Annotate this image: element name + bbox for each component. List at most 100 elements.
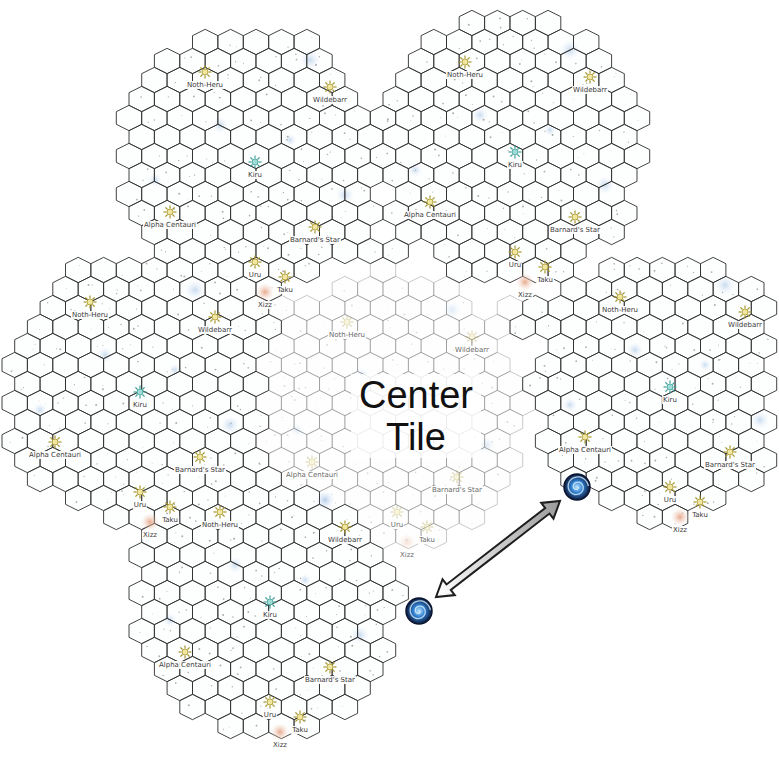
speck <box>228 726 230 728</box>
star-ray <box>249 261 252 262</box>
star-ray <box>431 526 434 527</box>
speck <box>615 72 617 74</box>
speck <box>291 516 293 518</box>
star-icon <box>279 271 292 284</box>
speck <box>349 139 350 140</box>
speck <box>642 495 643 496</box>
speck <box>273 668 275 670</box>
speck <box>350 503 352 505</box>
speck <box>585 346 587 348</box>
speck <box>756 472 757 473</box>
speck <box>326 550 328 552</box>
speck <box>217 586 219 588</box>
star-ray <box>310 229 312 231</box>
speck <box>531 40 532 41</box>
speck <box>224 495 226 497</box>
speck <box>283 192 284 193</box>
star-ray <box>432 197 434 199</box>
star-ray <box>584 431 585 434</box>
star-ray <box>584 441 585 444</box>
hex-cell <box>599 485 624 510</box>
speck <box>286 139 288 141</box>
speck <box>403 313 405 315</box>
speck <box>287 47 288 48</box>
star-ray <box>224 511 227 512</box>
speck <box>274 322 275 323</box>
speck <box>692 403 694 405</box>
speck <box>342 446 344 448</box>
star-ray <box>422 522 424 524</box>
star-ray <box>310 222 312 224</box>
star-ray <box>219 316 222 317</box>
speck <box>391 589 393 591</box>
star-ray <box>672 389 674 391</box>
speck <box>148 122 149 123</box>
speck <box>387 118 389 120</box>
speck <box>712 383 714 385</box>
star-icon <box>164 501 177 514</box>
speck <box>457 116 459 118</box>
star-ray <box>314 221 315 224</box>
speck <box>303 161 304 162</box>
star-name: Xizz <box>399 551 415 559</box>
star-ray <box>332 662 334 664</box>
star-ray <box>585 72 587 74</box>
star-ray <box>396 506 397 509</box>
star-core <box>212 314 218 320</box>
speck <box>416 332 418 334</box>
star-ray <box>172 214 174 216</box>
star-ray <box>84 301 87 302</box>
star-name: Barnard's Star <box>549 226 601 234</box>
speck <box>211 196 212 197</box>
star-ray <box>85 304 87 306</box>
speck <box>275 496 276 497</box>
star-core <box>342 524 348 530</box>
star-ray <box>347 529 349 531</box>
speck <box>376 624 378 626</box>
star-core <box>427 199 433 205</box>
speck <box>393 293 395 295</box>
speck <box>280 528 282 530</box>
star-ray <box>460 64 462 66</box>
speck <box>243 63 244 64</box>
star-icon <box>391 506 404 519</box>
speck <box>210 234 212 236</box>
star-ray <box>324 666 327 667</box>
speck <box>140 289 142 291</box>
speck <box>459 48 460 49</box>
speck <box>544 365 546 367</box>
speck <box>666 457 668 459</box>
speck <box>284 385 286 387</box>
speck <box>238 325 240 327</box>
speck <box>346 519 348 521</box>
star-ray <box>464 56 465 59</box>
speck <box>175 82 176 83</box>
speck <box>439 529 440 530</box>
speck <box>670 285 671 286</box>
speck <box>164 628 165 629</box>
star-core <box>327 84 333 90</box>
speck <box>664 345 665 346</box>
speck <box>109 308 111 310</box>
star-ray <box>570 212 572 214</box>
speck <box>617 289 619 291</box>
star-name: Barnard's Star <box>174 466 226 474</box>
star-name: Kiru <box>507 161 523 169</box>
speck <box>336 626 338 628</box>
hex-grid <box>2 10 777 738</box>
star-ray <box>92 297 94 299</box>
star-ray <box>139 396 140 399</box>
star-ray <box>54 446 55 449</box>
speck <box>59 348 61 350</box>
speck <box>255 570 257 572</box>
star-ray <box>695 497 697 499</box>
speck <box>654 516 656 518</box>
speck <box>161 249 162 250</box>
speck <box>474 358 476 360</box>
star-ray <box>187 654 189 656</box>
star-ray <box>547 269 549 271</box>
speck <box>508 191 509 192</box>
speck <box>230 650 231 651</box>
star-core <box>727 449 733 455</box>
hex-cell <box>66 485 91 510</box>
